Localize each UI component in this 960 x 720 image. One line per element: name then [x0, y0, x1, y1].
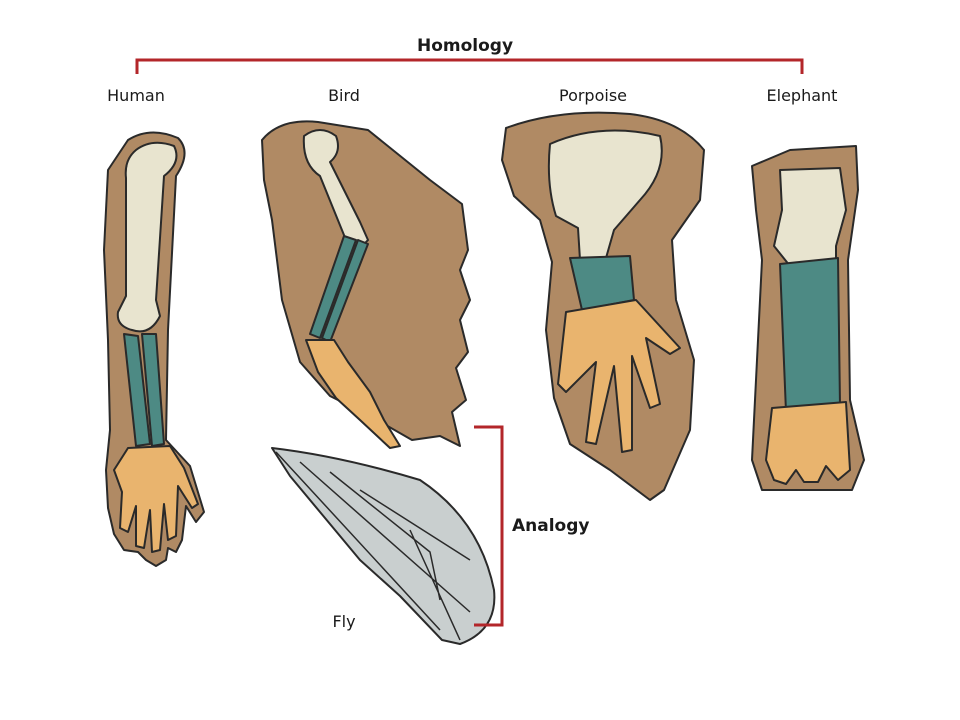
porpoise-flipper-illustration — [501, 111, 705, 501]
human-radius — [123, 333, 151, 447]
human-arm-illustration — [103, 131, 205, 567]
label-human: Human — [107, 86, 165, 105]
label-elephant: Elephant — [767, 86, 838, 105]
label-analogy: Analogy — [512, 516, 590, 536]
label-porpoise: Porpoise — [559, 86, 627, 105]
elephant-foot-bones — [765, 401, 851, 485]
elephant-forearm-bones — [779, 257, 841, 413]
human-ulna — [141, 333, 165, 447]
human-hand-bones — [113, 445, 199, 553]
bird-radius — [309, 235, 357, 339]
elephant-humerus — [773, 167, 847, 267]
bird-humerus — [302, 129, 369, 247]
human-humerus — [116, 141, 178, 333]
label-bird: Bird — [328, 86, 360, 105]
bird-wing-illustration — [261, 120, 471, 449]
fly-wing-illustration — [271, 447, 496, 645]
fly-wing-veins — [275, 451, 471, 641]
porpoise-hand-bones — [557, 299, 681, 453]
porpoise-humerus — [547, 129, 663, 261]
analogy-bracket — [474, 425, 504, 627]
fly-wing-membrane — [271, 447, 496, 645]
bird-hand-bones — [305, 339, 401, 449]
label-fly: Fly — [332, 612, 355, 631]
homology-title: Homology — [417, 36, 513, 56]
homology-bracket — [135, 58, 804, 74]
elephant-leg-illustration — [751, 145, 865, 491]
